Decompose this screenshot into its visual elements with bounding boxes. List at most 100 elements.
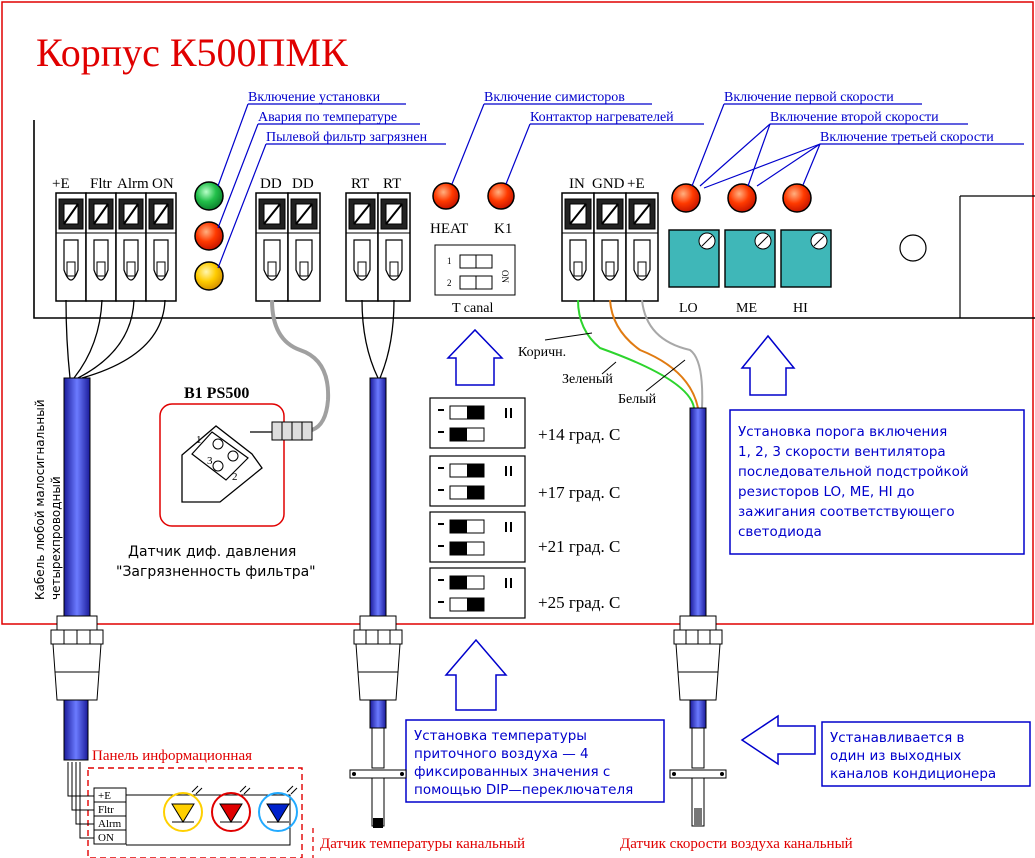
led-k1 xyxy=(487,182,515,210)
noteSpeed-line: 1, 2, 3 скорости вентилятора xyxy=(738,444,946,460)
info-panel: Панель информационная +E Fltr Alrm ON xyxy=(67,748,303,858)
wire-label-white: Белый xyxy=(618,392,657,407)
terminal-block-sensor: IN GND +E xyxy=(561,176,659,302)
svg-text:HI: HI xyxy=(793,301,808,316)
note-air-box xyxy=(821,721,1031,787)
label-speed2: Включение второй скорости xyxy=(770,110,939,125)
pressure-sensor: B1 PS500 1 3 2 Датчик диф. давления "Заг… xyxy=(116,385,316,580)
svg-text:ON: ON xyxy=(152,176,174,192)
svg-text:Alrm: Alrm xyxy=(117,176,149,192)
svg-text:IN: IN xyxy=(569,176,585,192)
led-alarm xyxy=(194,221,224,251)
cable-temp xyxy=(369,377,387,619)
label-led-filter: Пылевой фильтр загрязнен xyxy=(266,130,428,145)
panel-led-yellow xyxy=(163,792,203,832)
board-outline xyxy=(33,120,1035,319)
potentiometer-me: ME xyxy=(724,229,776,316)
led-speed-me xyxy=(727,183,757,213)
svg-text:DD: DD xyxy=(292,176,314,192)
noteSpeed-line: Установка порога включения xyxy=(738,424,947,440)
panel-led-blue xyxy=(258,792,298,832)
noteSpeed-line: зажигания соответствующего xyxy=(738,504,955,520)
noteAir-line: один из выходных xyxy=(830,748,961,764)
svg-text:+E: +E xyxy=(52,176,70,192)
svg-text:2: 2 xyxy=(232,471,238,483)
label-led-triacs: Включение симисторов xyxy=(484,90,625,105)
cable-label-line2: четырехпроводный xyxy=(49,476,63,600)
cable-label-line1: Кабель любой малосигнальный xyxy=(33,399,47,600)
led-filter xyxy=(194,261,224,291)
noteSpeed-line: светодиода xyxy=(738,524,822,540)
svg-text:1: 1 xyxy=(447,256,452,266)
temp-probe xyxy=(349,727,407,828)
svg-text:GND: GND xyxy=(592,176,625,192)
svg-text:+E: +E xyxy=(98,790,111,802)
led-power xyxy=(194,181,224,211)
arrow-up-dip xyxy=(446,328,504,386)
led-speed-lo xyxy=(671,183,701,213)
label-speed1: Включение первой скорости xyxy=(724,90,894,105)
note-temp-box xyxy=(405,719,665,803)
note-speed-box xyxy=(729,409,1025,555)
svg-text:DD: DD xyxy=(260,176,282,192)
led-heat xyxy=(432,182,460,210)
svg-text:Fltr: Fltr xyxy=(98,804,114,816)
svg-text:ON: ON xyxy=(98,832,114,844)
dip-caption: T canal xyxy=(452,301,493,316)
label-led-power: Включение установки xyxy=(248,90,381,105)
terminal-block-io: +E Fltr Alrm ON xyxy=(52,176,177,302)
label-temp-sensor: Датчик температуры канальный xyxy=(320,836,525,852)
arrow-up-temp xyxy=(444,638,508,711)
cable-left xyxy=(63,377,91,619)
noteSpeed-line: последовательной подстройкой xyxy=(738,464,969,480)
wire-label-green: Зеленый xyxy=(562,372,613,387)
svg-text:ON: ON xyxy=(500,270,510,283)
svg-text:ME: ME xyxy=(736,301,757,316)
temp-option-21: +21 град. С xyxy=(538,537,620,556)
terminal-block-rt: RT RT xyxy=(345,176,411,302)
label-speed3: Включение третьей скорости xyxy=(820,130,994,145)
info-panel-title: Панель информационная xyxy=(92,748,252,764)
label-led-alarm: Авария по температуре xyxy=(258,110,397,125)
svg-text:K1: K1 xyxy=(494,221,512,237)
noteSpeed-line: резисторов LO, ME, HI до xyxy=(738,484,914,500)
led-speed-hi xyxy=(782,183,812,213)
air-probe xyxy=(669,727,727,827)
potentiometer-lo: LO xyxy=(668,229,720,316)
noteTemp-line: приточного воздуха — 4 xyxy=(414,746,589,762)
noteAir-line: Устанавливается в xyxy=(830,730,964,746)
svg-text:Alrm: Alrm xyxy=(98,818,122,830)
svg-text:1: 1 xyxy=(196,434,202,446)
wire-label-brown: Коричн. xyxy=(518,345,566,360)
svg-text:2: 2 xyxy=(447,278,452,288)
svg-text:3: 3 xyxy=(207,455,213,467)
sensor-name: B1 PS500 xyxy=(184,385,249,402)
housing-frame xyxy=(1,1,1034,625)
arrow-left-air xyxy=(740,714,816,766)
svg-text:+E: +E xyxy=(627,176,645,192)
svg-text:Fltr: Fltr xyxy=(90,176,112,192)
cable-air xyxy=(689,407,707,619)
temp-option-17: +17 град. С xyxy=(538,483,620,502)
noteAir-line: каналов кондиционера xyxy=(830,766,996,782)
noteTemp-line: фиксированных значения с xyxy=(414,764,610,780)
svg-text:LO: LO xyxy=(679,301,698,316)
svg-text:RT: RT xyxy=(383,176,401,192)
sensor-caption-1: Датчик диф. давления xyxy=(128,544,296,560)
noteTemp-line: Установка температуры xyxy=(414,728,587,744)
svg-text:RT: RT xyxy=(351,176,369,192)
dip-switch-board: 1 2 ON T canal xyxy=(434,244,516,316)
sensor-caption-2: "Загрязненность фильтра" xyxy=(116,564,316,580)
terminal-block-dd: DD DD xyxy=(255,176,321,302)
page-title: Корпус К500ПМК xyxy=(36,30,348,75)
label-air-sensor: Датчик скорости воздуха канальный xyxy=(620,836,853,852)
arrow-up-pots xyxy=(740,334,796,396)
panel-led-red xyxy=(211,792,251,832)
noteTemp-line: помощью DIP—переключателя xyxy=(414,782,633,798)
wires xyxy=(65,299,704,432)
temp-option-25: +25 град. С xyxy=(538,593,620,612)
svg-text:HEAT: HEAT xyxy=(430,221,468,237)
potentiometer-hi: HI xyxy=(780,229,832,316)
